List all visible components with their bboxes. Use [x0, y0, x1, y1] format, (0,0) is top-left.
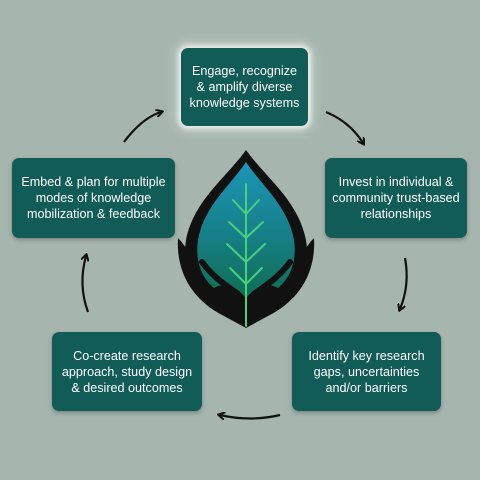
arrow-engage-to-invest [325, 110, 363, 143]
arrow-invest-to-identify [400, 257, 408, 309]
step-co-create: Co-create research approach, study desig… [52, 332, 202, 411]
step-engage: Engage, recognize & amplify diverse know… [181, 48, 308, 126]
arrow-embed-to-engage [123, 112, 161, 143]
step-embed: Embed & plan for multiple modes of knowl… [12, 158, 175, 238]
arrow-identify-to-co-create [220, 415, 281, 419]
step-invest: Invest in individual & community trust-b… [325, 158, 467, 238]
step-identify: Identify key research gaps, uncertaintie… [292, 332, 441, 411]
arrow-co-create-to-embed [82, 256, 88, 313]
